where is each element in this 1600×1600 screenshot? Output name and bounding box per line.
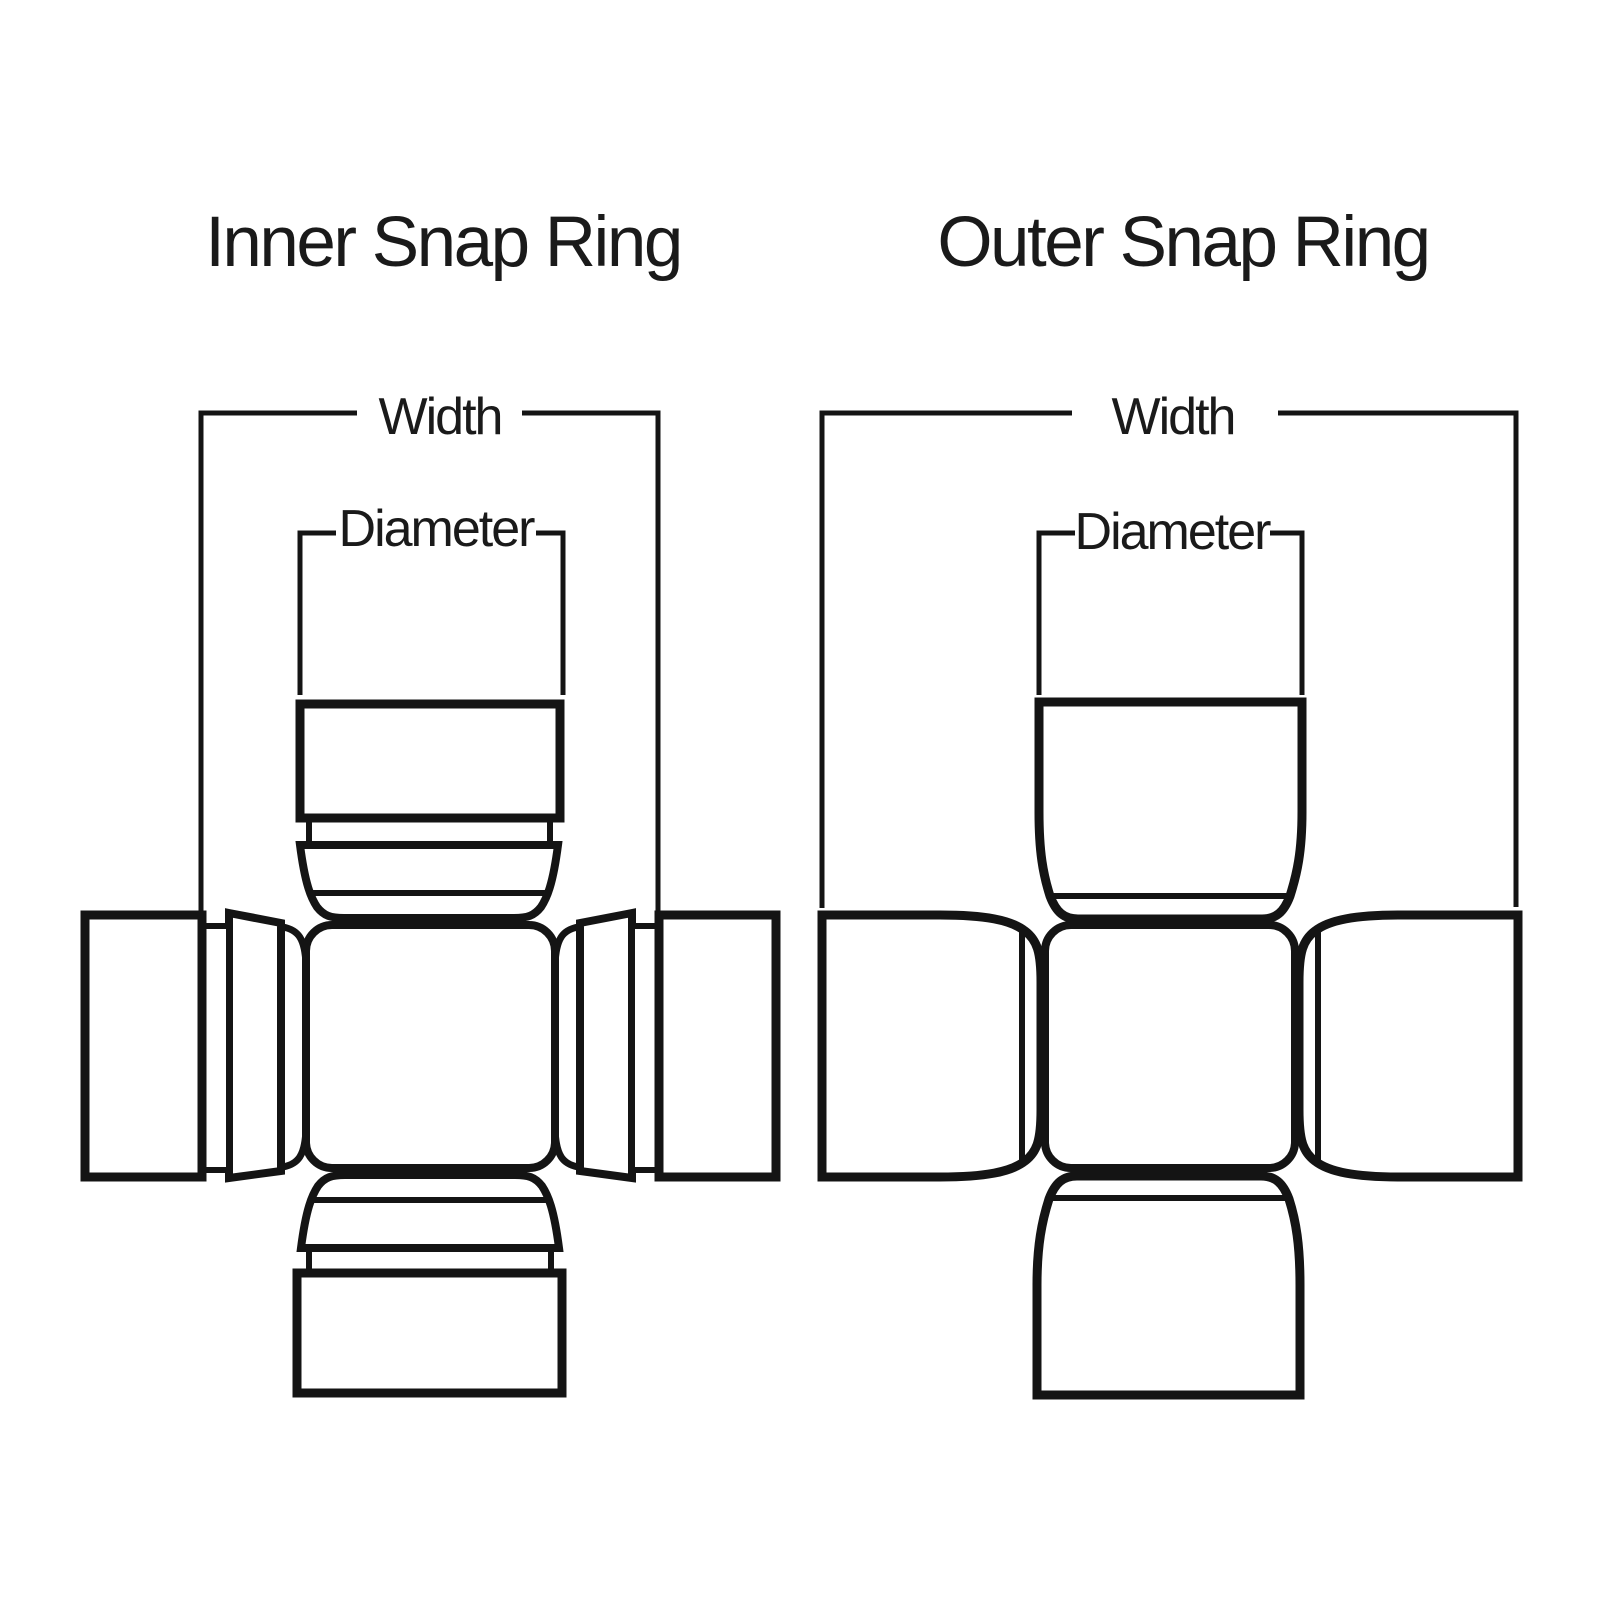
inner-diameter-bracket-right	[536, 530, 566, 695]
inner-right-trunnion-neck-bottom	[551, 1128, 579, 1171]
inner-diameter-bracket-left	[297, 530, 336, 695]
inner-width-bracket-left	[198, 410, 357, 913]
inner-snap-ring-diagram: Inner Snap Ring Width Diameter	[80, 203, 781, 1398]
outer-snap-ring-diagram: Outer Snap Ring Width Diameter	[817, 203, 1523, 1400]
outer-width-label: Width	[1112, 388, 1235, 446]
inner-left-bearing-shoulder	[225, 908, 285, 1183]
outer-cross-body	[1041, 921, 1299, 1172]
inner-left-trunnion-neck-bottom	[282, 1128, 310, 1171]
inner-top-bearing-shoulder	[295, 841, 563, 922]
inner-bottom-bearing-shoulder	[296, 1171, 564, 1252]
outer-right-bearing-cap	[1294, 910, 1523, 1182]
inner-width-bracket-right	[522, 410, 661, 913]
inner-left-bearing-cap	[80, 910, 207, 1182]
outer-bottom-bearing-cap	[1032, 1171, 1305, 1400]
inner-bottom-bearing-cap	[292, 1268, 567, 1398]
outer-left-bearing-cap	[817, 910, 1046, 1182]
inner-width-label: Width	[379, 388, 502, 446]
inner-right-bearing-shoulder	[576, 908, 636, 1183]
outer-diameter-bracket-left	[1036, 530, 1075, 695]
inner-top-bearing-cap	[295, 699, 565, 823]
outer-width-bracket-left	[819, 410, 1072, 908]
inner-right-bearing-cap	[654, 910, 781, 1182]
inner-diagram-title: Inner Snap Ring	[205, 203, 681, 282]
inner-left-trunnion-neck-top	[282, 923, 310, 966]
outer-width-bracket-right	[1278, 410, 1519, 907]
inner-diameter-label: Diameter	[339, 500, 536, 558]
outer-diameter-bracket-right	[1270, 530, 1305, 695]
outer-diameter-label: Diameter	[1075, 503, 1272, 561]
inner-cross-body	[302, 921, 559, 1172]
outer-diagram-title: Outer Snap Ring	[937, 203, 1428, 282]
inner-right-trunnion-neck-top	[551, 923, 579, 966]
outer-top-bearing-cap	[1034, 697, 1307, 924]
